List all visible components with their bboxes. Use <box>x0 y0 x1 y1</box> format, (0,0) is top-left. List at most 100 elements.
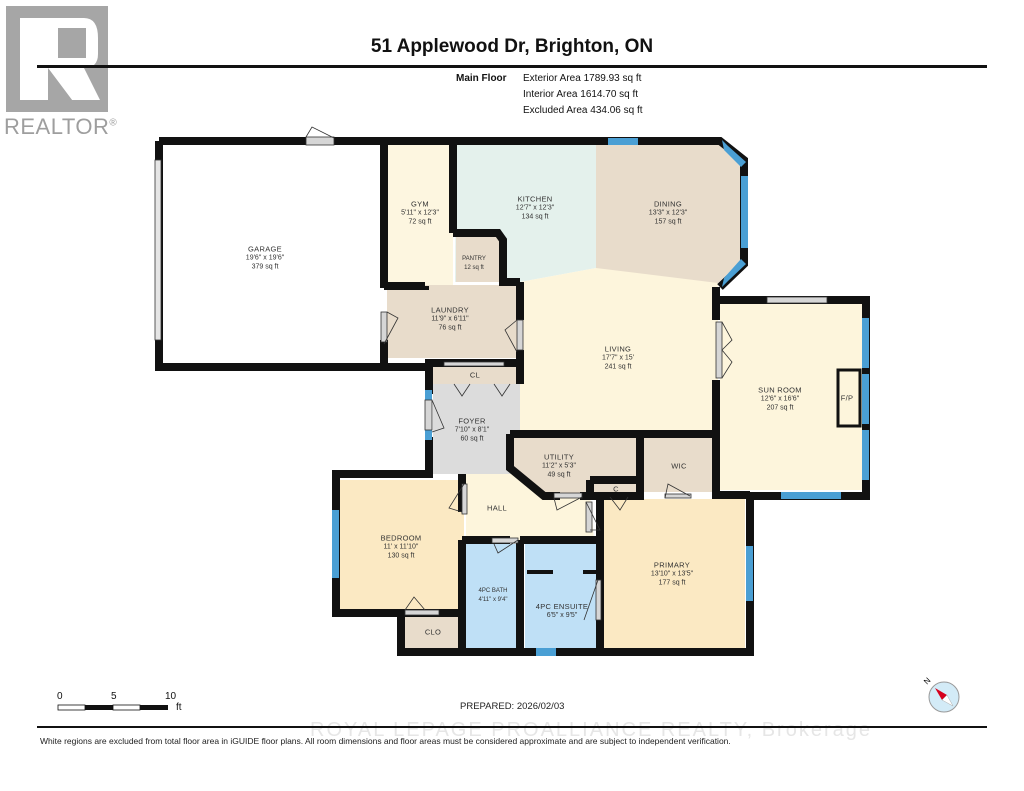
room-dims: 6'5" x 9'5" <box>546 612 578 619</box>
room-dims: 12'7" x 12'3" <box>515 204 555 212</box>
room-area: 76 sq ft <box>438 324 462 332</box>
clo-fill <box>405 614 462 648</box>
room-label-clo: CLO <box>425 628 441 637</box>
bath-fill <box>466 544 520 648</box>
realtor-wordmark: REALTOR® <box>4 114 117 140</box>
scale-unit: ft <box>176 702 182 713</box>
room-name: LIVING <box>604 344 632 354</box>
window <box>746 546 753 601</box>
door-swing <box>305 126 335 139</box>
ensuite-fill <box>525 544 598 648</box>
room-label-cl: CL <box>470 371 480 380</box>
room-dims: 13'3" x 12'3" <box>648 209 688 217</box>
doors <box>154 126 828 621</box>
window <box>608 138 638 145</box>
registered-mark: ® <box>109 117 118 129</box>
scale-tick-10: 10 <box>165 691 177 702</box>
room-label-hall: HALL <box>487 504 507 513</box>
room-area: 177 sq ft <box>658 579 686 587</box>
window <box>862 318 869 368</box>
foyer-fill <box>433 384 520 474</box>
room-area: 60 sq ft <box>460 435 484 443</box>
wic-fill <box>641 437 716 492</box>
room-label-c: C <box>613 485 619 494</box>
laundry-door <box>516 319 524 351</box>
window <box>741 176 748 248</box>
page-title: 51 Applewood Dr, Brighton, ON <box>370 36 654 57</box>
room-label-pantry: PANTRY 12 sq ft <box>462 255 486 273</box>
hall-fill <box>466 474 594 540</box>
window <box>862 374 869 424</box>
room-label-primary: PRIMARY 13'10" x 13'5" 177 sq ft <box>651 561 693 588</box>
room-label-utility: UTILITY 11'2" x 5'3" 49 sq ft <box>542 453 576 480</box>
header-rule <box>37 65 987 68</box>
room-label-sunroom: SUN ROOM 12'6" x 16'6" 207 sq ft <box>758 386 802 413</box>
clo-door <box>404 609 440 616</box>
realtor-text: REALTOR <box>4 114 110 139</box>
window <box>862 430 869 480</box>
room-label-bath: 4PC BATH 4'11" x 9'4" <box>478 587 507 605</box>
room-label-gym: GYM 5'11" x 12'3" 72 sq ft <box>401 200 439 227</box>
scale-tick-0: 0 <box>57 691 63 702</box>
room-dims: 12'6" x 16'6" <box>760 395 800 403</box>
front-door <box>424 399 433 431</box>
room-name: CLO <box>424 627 442 637</box>
room-label-kitchen: KITCHEN 12'7" x 12'3" 134 sq ft <box>516 195 554 222</box>
door-swing <box>721 321 733 379</box>
room-name: PRIMARY <box>653 560 691 570</box>
room-name: SUN ROOM <box>758 385 802 395</box>
room-dims: 19'6" x 19'6" <box>245 254 285 262</box>
room-area: 134 sq ft <box>521 213 549 221</box>
room-dims: 11'2" x 5'3" <box>542 462 576 470</box>
room-name: DINING <box>653 199 683 209</box>
room-area: 241 sq ft <box>604 363 632 371</box>
door-swing <box>431 399 445 433</box>
room-area: 49 sq ft <box>547 471 571 479</box>
pantry-fill <box>456 236 500 282</box>
door-swing <box>553 496 583 511</box>
room-name: WIC <box>671 461 687 471</box>
room-area: 130 sq ft <box>387 552 415 560</box>
room-dims: 17'7" x 15' <box>601 354 635 362</box>
utility-door <box>553 492 583 499</box>
door-swing <box>504 319 518 353</box>
room-label-ensuite: 4PC ENSUITE 6'5" x 9'5" <box>536 602 588 620</box>
scale-tick-5: 5 <box>111 691 117 702</box>
room-area: 379 sq ft <box>251 263 279 271</box>
interior-area: Interior Area 1614.70 sq ft <box>523 89 639 100</box>
sunroom-door <box>715 321 723 379</box>
door-swing <box>448 483 465 513</box>
room-label-wic: WIC <box>671 462 686 471</box>
room-dims: 13'10" x 13'5" <box>650 570 694 578</box>
primary-door <box>585 501 593 533</box>
window <box>781 492 841 499</box>
room-name: F/P <box>840 393 854 403</box>
bedroom-fill <box>340 480 464 610</box>
window <box>425 390 432 400</box>
room-name: GYM <box>411 199 429 209</box>
bedroom-door <box>461 483 468 515</box>
cl-fill <box>433 367 518 384</box>
room-name: KITCHEN <box>517 194 553 204</box>
room-name: C <box>613 484 619 494</box>
door-swing <box>493 539 519 554</box>
windows <box>332 138 869 656</box>
door-swing <box>404 596 426 611</box>
scale-bar <box>57 704 168 711</box>
room-area: 207 sq ft <box>766 404 794 412</box>
garage-laundry-door <box>380 311 388 343</box>
window <box>536 648 556 656</box>
room-area: 12 sq ft <box>464 265 484 271</box>
room-label-fireplace: F/P <box>841 394 854 403</box>
cl-slider <box>443 361 505 367</box>
realtor-logo <box>6 6 108 112</box>
door-swing <box>585 501 601 531</box>
room-label-foyer: FOYER 7'10" x 8'1" 60 sq ft <box>455 417 490 444</box>
room-name: LAUNDRY <box>431 305 469 315</box>
room-dims: 7'10" x 8'1" <box>454 426 490 434</box>
room-area: 72 sq ft <box>408 218 432 226</box>
room-name: GARAGE <box>248 244 282 254</box>
room-dims: 11' x 11'10" <box>383 543 419 551</box>
room-area: 157 sq ft <box>654 218 682 226</box>
